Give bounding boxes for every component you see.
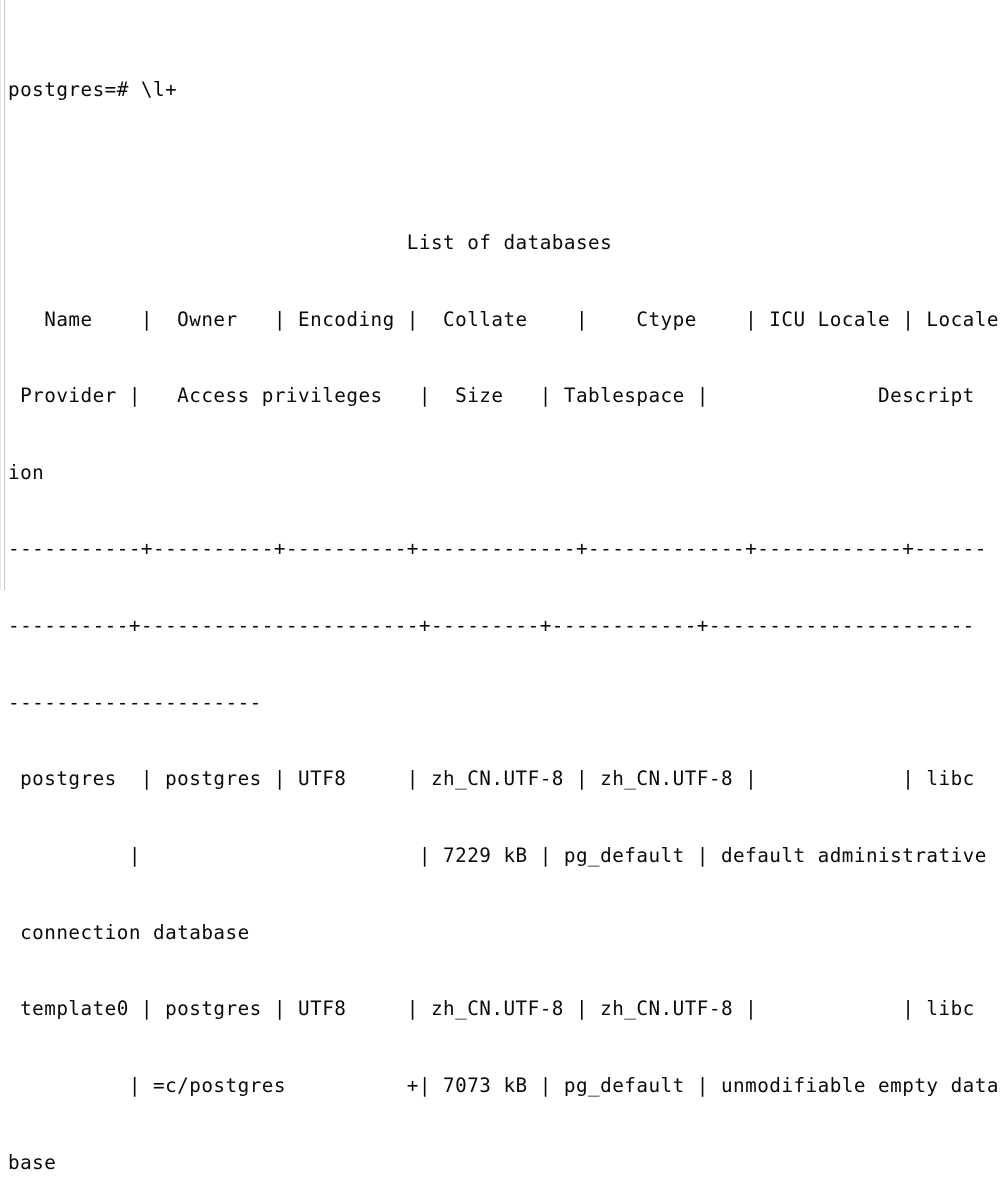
table-row-template0-line-3: base — [8, 1150, 57, 1174]
blank-line-1 — [8, 153, 999, 179]
table-header-line-1: Name | Owner | Encoding | Collate | Ctyp… — [8, 307, 999, 331]
table-header-line-3: ion — [8, 460, 45, 484]
terminal-left-edge — [0, 0, 1, 590]
table-row-postgres-line-2: | | 7229 kB | pg_default | default admin… — [8, 844, 987, 868]
table-row-template0-line-1: template0 | postgres | UTF8 | zh_CN.UTF-… — [8, 997, 975, 1021]
table-row-template0-line-2: | =c/postgres +| 7073 kB | pg_default | … — [8, 1073, 999, 1097]
table-separator-line-3: --------------------- — [8, 690, 262, 714]
prompt-line: postgres=# \l+ — [8, 77, 178, 101]
terminal-screen[interactable]: postgres=# \l+ List of databases Name | … — [8, 0, 999, 1180]
table-header-line-2: Provider | Access privileges | Size | Ta… — [8, 384, 975, 408]
table-row-postgres-line-1: postgres | postgres | UTF8 | zh_CN.UTF-8… — [8, 767, 975, 791]
table-separator-line-1: -----------+----------+----------+------… — [8, 537, 987, 561]
table-title: List of databases — [8, 230, 613, 254]
table-separator-line-2: ----------+-----------------------+-----… — [8, 614, 975, 638]
terminal-gutter-rule — [4, 0, 5, 590]
table-row-postgres-line-3: connection database — [8, 920, 250, 944]
